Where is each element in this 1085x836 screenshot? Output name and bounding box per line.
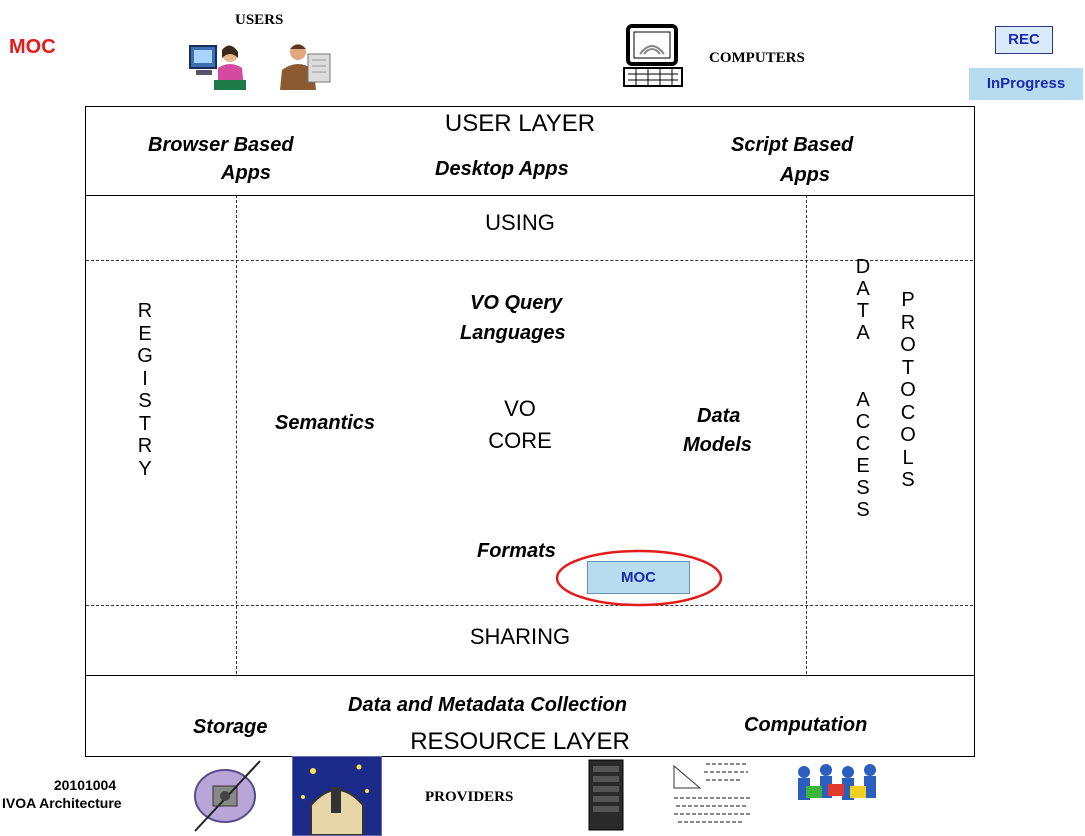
computers-label: COMPUTERS: [709, 50, 805, 66]
script-apps-line2: Apps: [780, 164, 830, 186]
user-reading-icon: [280, 44, 331, 90]
data-access-letter: E: [856, 455, 870, 477]
protocols-letter: S: [901, 469, 915, 491]
using-label: USING: [485, 210, 555, 235]
protocols-letter: O: [900, 334, 916, 356]
core-box: [85, 194, 975, 675]
page-title: MOC: [9, 36, 56, 58]
rec-badge: REC: [995, 26, 1053, 54]
registry-letter: E: [138, 322, 152, 345]
protocols-letter: L: [902, 446, 914, 469]
data-access-letter: T: [856, 300, 870, 322]
data-models-line1: Data: [697, 405, 741, 427]
semantics-label: Semantics: [275, 412, 376, 434]
equations-icon: [670, 758, 762, 832]
using-divider: [86, 260, 973, 261]
protocols-vertical: P R O T O C O L S: [897, 289, 919, 492]
users-label: USERS: [235, 12, 284, 28]
computation-label: Computation: [744, 714, 868, 736]
data-models-line2: Models: [683, 434, 752, 456]
moc-box: MOC: [587, 561, 690, 594]
registry-letter: S: [138, 390, 152, 412]
sharing-divider: [86, 605, 973, 606]
data-access-letter: A: [856, 278, 870, 300]
computer-icon: [623, 24, 683, 87]
protocols-letter: R: [900, 311, 916, 334]
registry-letter: G: [137, 345, 153, 367]
protocols-divider: [806, 195, 807, 674]
vo-query-line1: VO Query: [470, 292, 563, 314]
puzzle-people-icon: [798, 764, 876, 800]
data-access-letter: C: [855, 411, 871, 433]
footer-date: 20101004: [53, 777, 117, 793]
providers-label: PROVIDERS: [425, 789, 514, 805]
data-access-vertical: D A T A A C C E S S: [852, 256, 874, 521]
browser-apps-line1: Browser Based: [148, 134, 294, 156]
data-access-letter: S: [856, 499, 870, 521]
script-apps-line1: Script Based: [731, 134, 854, 156]
moc-highlight-ellipse: [555, 549, 723, 607]
user-layer-box: [85, 106, 975, 196]
browser-apps-line2: Apps: [221, 162, 271, 184]
sharing-label: SHARING: [469, 624, 571, 649]
user-layer-title: USER LAYER: [444, 110, 596, 137]
protocols-letter: P: [901, 289, 915, 311]
vo-core-line1: VO: [504, 396, 536, 421]
data-access-letter: A: [856, 389, 870, 411]
footer-title: IVOA Architecture: [2, 795, 122, 811]
satellite-icon: [194, 760, 261, 832]
data-access-letter: D: [855, 256, 871, 278]
server-rack-icon: [588, 759, 624, 831]
protocols-letter: C: [900, 401, 916, 424]
observatory-icon: [292, 756, 382, 836]
vo-core-line2: CORE: [488, 428, 552, 453]
desktop-apps: Desktop Apps: [435, 158, 569, 180]
data-access-letter: C: [855, 433, 871, 455]
registry-letter: I: [142, 367, 148, 390]
data-access-letter: S: [856, 477, 870, 499]
inprogress-badge: InProgress: [969, 68, 1083, 100]
formats-label: Formats: [477, 540, 556, 562]
resource-layer-box: [85, 675, 975, 757]
registry-letter: Y: [138, 457, 152, 480]
registry-divider: [236, 195, 237, 674]
resource-layer-title: RESOURCE LAYER: [410, 728, 630, 755]
protocols-letter: O: [900, 379, 916, 401]
registry-letter: R: [137, 300, 153, 322]
storage-label: Storage: [193, 716, 268, 738]
data-access-letter: [852, 344, 874, 389]
registry-letter: T: [138, 412, 152, 435]
registry-letter: R: [137, 435, 153, 457]
collection-label: Data and Metadata Collection: [348, 694, 627, 716]
registry-vertical: R E G I S T R Y: [134, 300, 156, 480]
protocols-letter: T: [901, 356, 915, 379]
protocols-letter: O: [900, 424, 916, 446]
vo-query-line2: Languages: [460, 322, 566, 344]
data-access-letter: A: [856, 322, 870, 344]
user-at-computer-icon: [189, 45, 246, 90]
